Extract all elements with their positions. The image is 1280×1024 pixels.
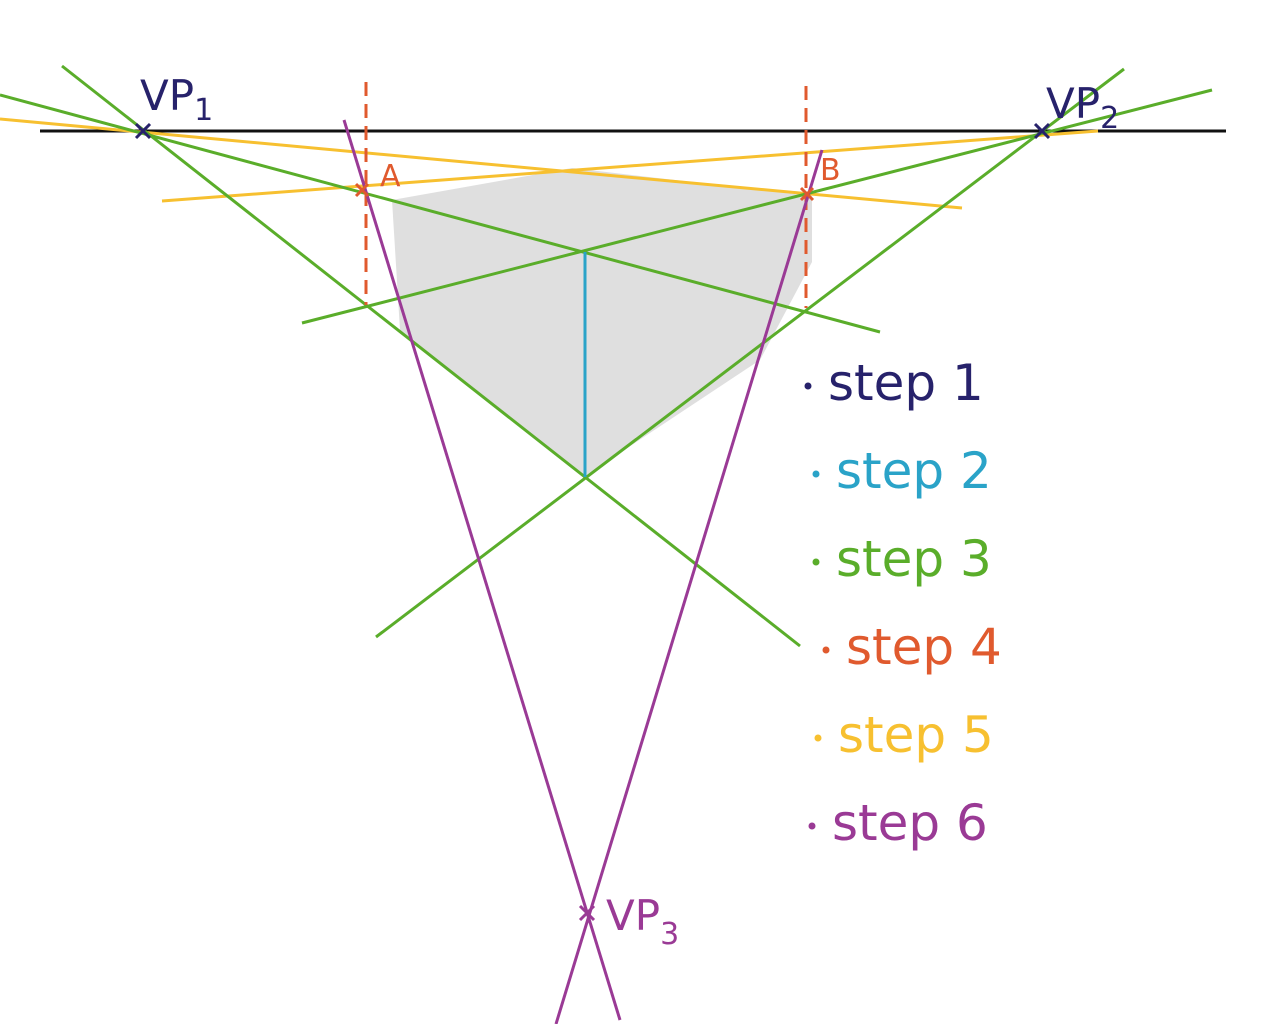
vp1-label-sub: 1 — [194, 93, 213, 128]
vp2-label-sub: 2 — [1100, 101, 1119, 136]
step3-line-1 — [61, 64, 801, 648]
legend-item-step-3: step 3 — [836, 530, 992, 588]
legend: step 1 step 2 step 3 step 4 step 5 step 6 — [804, 354, 1002, 852]
legend-item-step-6: step 6 — [832, 794, 988, 852]
step6-line-left — [342, 119, 622, 1021]
legend-bullet — [804, 382, 812, 390]
vp3-label-main: VP — [606, 891, 660, 940]
point-b-mark — [799, 186, 815, 202]
vp2-label-main: VP — [1046, 79, 1100, 128]
vp2-label: VP2 — [1046, 79, 1119, 136]
point-b-label: B — [820, 153, 841, 188]
legend-bullet — [812, 470, 820, 478]
vp3-label: VP3 — [606, 891, 679, 952]
vp1-mark — [134, 122, 152, 140]
step3-line-3 — [375, 67, 1125, 639]
step5-line-vp1-b — [0, 117, 963, 210]
point-a-mark — [354, 182, 370, 198]
step6-line-right — [554, 149, 824, 1024]
step5-lines — [0, 117, 1099, 210]
legend-item-step-1: step 1 — [828, 354, 984, 412]
vp3-label-sub: 3 — [660, 917, 679, 952]
legend-bullet — [812, 558, 820, 566]
step3-line-4 — [301, 88, 1213, 325]
vp2-mark — [1033, 122, 1051, 140]
legend-item-step-4: step 4 — [846, 618, 1002, 676]
legend-bullet — [822, 646, 830, 654]
vp1-label-main: VP — [140, 71, 194, 120]
shaded-cube-region — [392, 168, 812, 476]
legend-bullet — [808, 822, 816, 830]
vp3-mark — [578, 904, 596, 922]
legend-item-step-2: step 2 — [836, 442, 992, 500]
vp1-label: VP1 — [140, 71, 213, 128]
point-a-label: A — [380, 159, 401, 194]
step5-line-vp2-a — [161, 129, 1099, 203]
legend-bullet — [814, 734, 822, 742]
step6-lines — [342, 119, 824, 1024]
legend-item-step-5: step 5 — [838, 706, 994, 764]
